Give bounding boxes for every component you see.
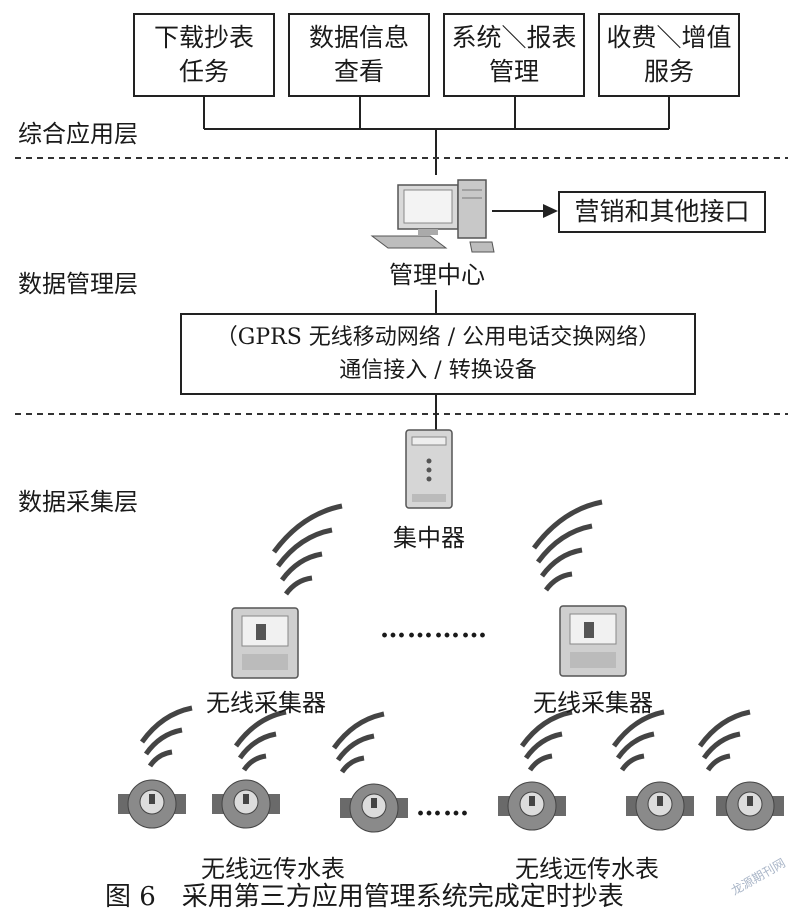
ellipsis-collectors: ………… (380, 614, 488, 644)
water-meter-icons (118, 779, 784, 833)
marketing-interface-box: 营销和其他接口 (558, 191, 766, 233)
box-data-view-line2: 查看 (333, 57, 384, 86)
wireless-collector-label-right: 无线采集器 (533, 689, 653, 717)
layer-label-application: 综合应用层 (18, 120, 138, 148)
ellipsis-meters: …… (416, 792, 470, 822)
wifi-signal-icon-collector-right (531, 499, 603, 592)
arrow-head (543, 204, 558, 218)
box-system-report-line1: 系统＼报表 (451, 23, 577, 52)
top-connector-lines (203, 97, 670, 175)
box-system-report: 系统＼报表 管理 (443, 13, 585, 97)
concentrator-label: 集中器 (393, 524, 465, 552)
wifi-signal-icon-collector-left (271, 503, 343, 596)
layer-label-collection: 数据采集层 (18, 488, 138, 516)
box-billing-service-line1: 收费＼增值 (606, 23, 732, 52)
box-download-task-line2: 任务 (178, 57, 229, 86)
communication-gateway-line2: 通信接入 / 转换设备 (339, 358, 537, 383)
wireless-collector-label-left: 无线采集器 (206, 689, 326, 717)
layer-label-management: 数据管理层 (18, 270, 138, 298)
box-data-view: 数据信息 查看 (288, 13, 430, 97)
communication-gateway-line1: （GPRS 无线移动网络 / 公用电话交换网络） (215, 325, 661, 350)
management-center-label: 管理中心 (389, 261, 485, 289)
concentrator-icon (405, 429, 453, 509)
water-meter-label-left: 无线远传水表 (201, 855, 345, 883)
communication-gateway-box: （GPRS 无线移动网络 / 公用电话交换网络） 通信接入 / 转换设备 (180, 313, 696, 395)
computer-icon (370, 179, 495, 253)
wifi-signal-icon-meters (139, 705, 751, 774)
box-download-task: 下载抄表 任务 (133, 13, 275, 97)
marketing-interface-label: 营销和其他接口 (574, 197, 750, 226)
wireless-collector-icon-left (231, 607, 299, 679)
box-billing-service: 收费＼增值 服务 (598, 13, 740, 97)
box-system-report-line2: 管理 (488, 57, 539, 86)
water-meter-label-right: 无线远传水表 (515, 855, 659, 883)
figure-caption: 图 6 采用第三方应用管理系统完成定时抄表 (105, 882, 624, 912)
box-billing-service-line2: 服务 (643, 57, 694, 86)
box-download-task-line1: 下载抄表 (153, 23, 254, 52)
wireless-collector-icon-right (559, 605, 627, 677)
box-data-view-line1: 数据信息 (308, 23, 409, 52)
